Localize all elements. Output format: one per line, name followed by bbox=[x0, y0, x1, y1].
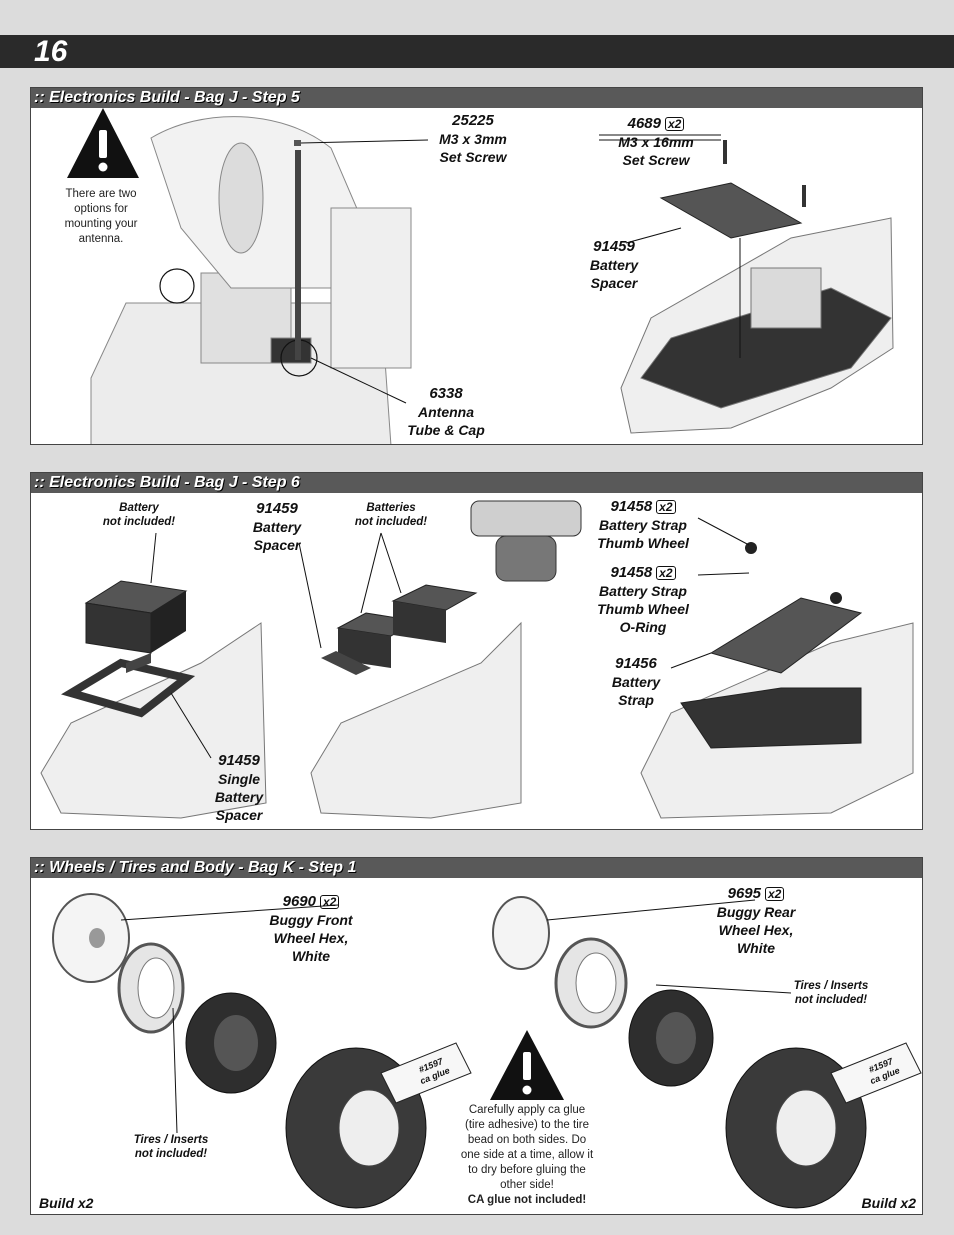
step6-illustration bbox=[40, 500, 914, 819]
warning-icon bbox=[490, 1030, 564, 1100]
step5-panel: :: Electronics Build - Bag J - Step 5 bbox=[30, 87, 923, 445]
step5-header: :: Electronics Build - Bag J - Step 5 bbox=[31, 88, 922, 108]
part-91459-single-label: 91459 Single Battery Spacer bbox=[214, 752, 264, 823]
part-6338-label: 6338 Antenna Tube & Cap bbox=[407, 385, 485, 438]
warning-icon bbox=[67, 108, 139, 178]
page-header-bar bbox=[0, 35, 954, 68]
qty-badge: x2 bbox=[765, 887, 785, 902]
qty-badge: x2 bbox=[665, 117, 685, 132]
battery-note: Battery not included! bbox=[102, 502, 176, 528]
step6-title: :: Electronics Build - Bag J - Step 6 bbox=[34, 474, 300, 491]
build-x2-left: Build x2 bbox=[39, 1195, 94, 1211]
qty-badge: x2 bbox=[656, 566, 676, 581]
tires-note-right: Tires / Inserts not included! bbox=[793, 980, 869, 1006]
step5-illustration bbox=[67, 108, 894, 444]
step7-title: :: Wheels / Tires and Body - Bag K - Ste… bbox=[34, 859, 357, 876]
part-91459-spacer-label: 91459 Battery Spacer bbox=[252, 500, 302, 553]
part-91456-label: 91456 Battery Strap bbox=[611, 655, 661, 708]
tires-note-left: Tires / Inserts not included! bbox=[133, 1134, 209, 1160]
batteries-note: Batteries not included! bbox=[354, 502, 428, 528]
step7-header: :: Wheels / Tires and Body - Bag K - Ste… bbox=[31, 858, 922, 878]
warning-note: There are two options for mounting your … bbox=[64, 188, 138, 245]
page-number: 16 bbox=[34, 35, 68, 68]
glue-note: Carefully apply ca glue (tire adhesive) … bbox=[460, 1104, 594, 1206]
qty-badge: x2 bbox=[656, 500, 676, 515]
qty-badge: x2 bbox=[320, 895, 340, 910]
step7-panel: :: Wheels / Tires and Body - Bag K - Ste… bbox=[30, 857, 923, 1215]
thumb-wheel-icon bbox=[470, 500, 582, 582]
step6-panel: :: Electronics Build - Bag J - Step 6 bbox=[30, 472, 923, 830]
chassis-right bbox=[620, 217, 894, 434]
build-x2-right: Build x2 bbox=[861, 1195, 916, 1211]
part-25225-label: 25225 M3 x 3mm Set Screw bbox=[439, 112, 507, 165]
chassis-left bbox=[90, 116, 412, 444]
step5-title: :: Electronics Build - Bag J - Step 5 bbox=[34, 89, 300, 106]
step6-header: :: Electronics Build - Bag J - Step 6 bbox=[31, 473, 922, 493]
step7-illustration bbox=[52, 893, 922, 1209]
part-91459-label: 91459 Battery Spacer bbox=[589, 238, 639, 291]
